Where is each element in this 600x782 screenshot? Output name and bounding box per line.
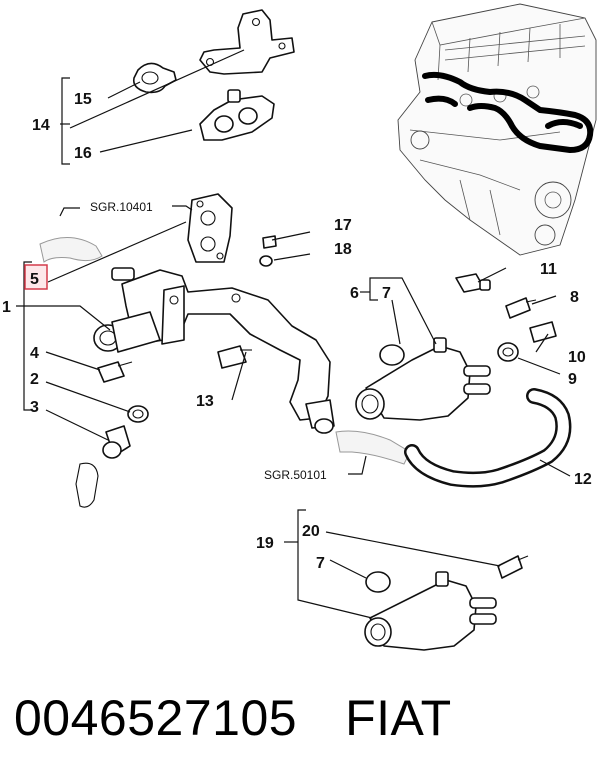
reference-code-bottom: SGR.50101 [264,468,327,482]
callout-18: 18 [334,241,352,258]
callout-4: 4 [30,345,39,362]
callout-6: 6 [350,285,359,302]
bracket-assembly [132,9,295,141]
callout-17: 17 [334,217,352,234]
callout-20: 20 [302,523,320,540]
callout-3: 3 [30,399,39,416]
coolant-hose [404,388,572,488]
callout-15: 15 [74,91,92,108]
callout-14: 14 [32,117,50,134]
callout-12: 12 [574,471,592,488]
part-footer: 0046527105 FIAT [14,678,452,758]
callout-10: 10 [568,349,586,366]
leader-lines [16,49,571,619]
callout-1: 1 [2,299,11,316]
callout-11: 11 [540,261,557,278]
callout-5-highlight [24,264,48,290]
sensors [455,273,557,362]
reference-code-top: SGR.10401 [90,200,153,214]
brand-name: FIAT [345,690,452,746]
callout-8: 8 [570,289,579,306]
callout-7: 7 [382,285,391,302]
gasket [187,193,233,263]
callout-16: 16 [74,145,92,162]
thermostat-housing [355,337,491,421]
callout-5: 5 [30,271,39,288]
callout-7-lower: 7 [316,555,325,572]
water-pipe [93,267,335,434]
callout-19: 19 [256,535,274,552]
small-fittings [75,235,277,508]
callout-2: 2 [30,371,39,388]
callout-13: 13 [196,393,214,410]
callout-labels: 15 14 16 5 1 4 2 3 17 18 6 7 11 8 10 9 1… [2,91,592,572]
part-number: 0046527105 [14,690,298,746]
engine-overview-illustration [397,3,597,256]
reference-hose-outlines [39,237,411,465]
callout-9: 9 [568,371,577,388]
thermostat-assembly [364,555,529,651]
